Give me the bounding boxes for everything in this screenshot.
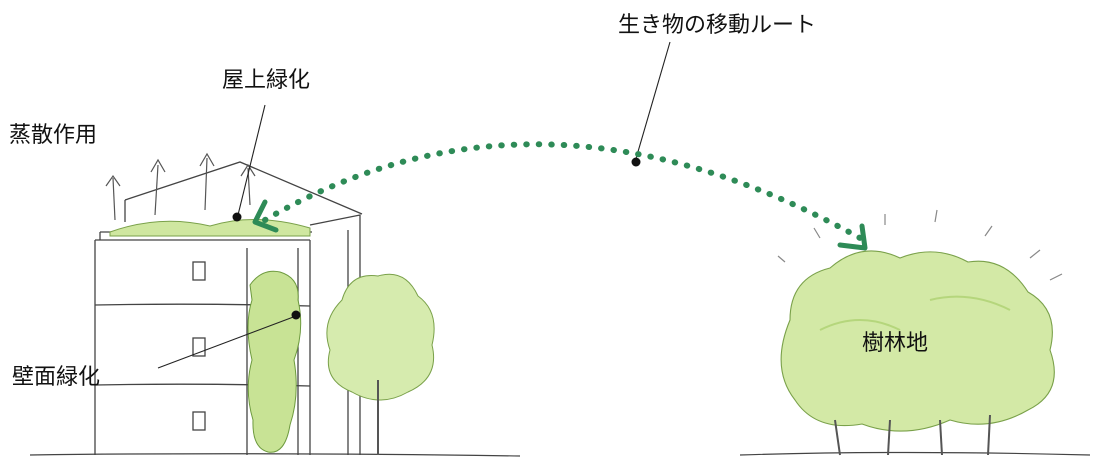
route-point-dot bbox=[631, 157, 641, 167]
evaporation-arrows bbox=[105, 152, 256, 221]
building bbox=[94, 161, 363, 455]
wall-point-dot bbox=[291, 310, 301, 320]
route-arc bbox=[262, 141, 863, 241]
ground-line bbox=[29, 451, 1091, 457]
small-tree bbox=[326, 273, 435, 455]
route-arrow-left-icon bbox=[252, 199, 279, 233]
woodland-label: 樹林地 bbox=[862, 331, 929, 356]
roof-point-dot bbox=[232, 212, 242, 222]
wall-greenery bbox=[247, 270, 302, 453]
roof-greenery bbox=[109, 218, 311, 237]
woodland-trees bbox=[780, 250, 1055, 456]
route-label: 生き物の移動ルート bbox=[618, 13, 817, 38]
roof-greening-label: 屋上緑化 bbox=[222, 68, 311, 93]
route-arrow-right-icon bbox=[837, 223, 868, 251]
leader-lines bbox=[157, 41, 671, 369]
evapotranspiration-label: 蒸散作用 bbox=[9, 123, 98, 148]
wall-greening-label: 壁面緑化 bbox=[12, 365, 101, 390]
woodland-ticks bbox=[777, 209, 1063, 281]
